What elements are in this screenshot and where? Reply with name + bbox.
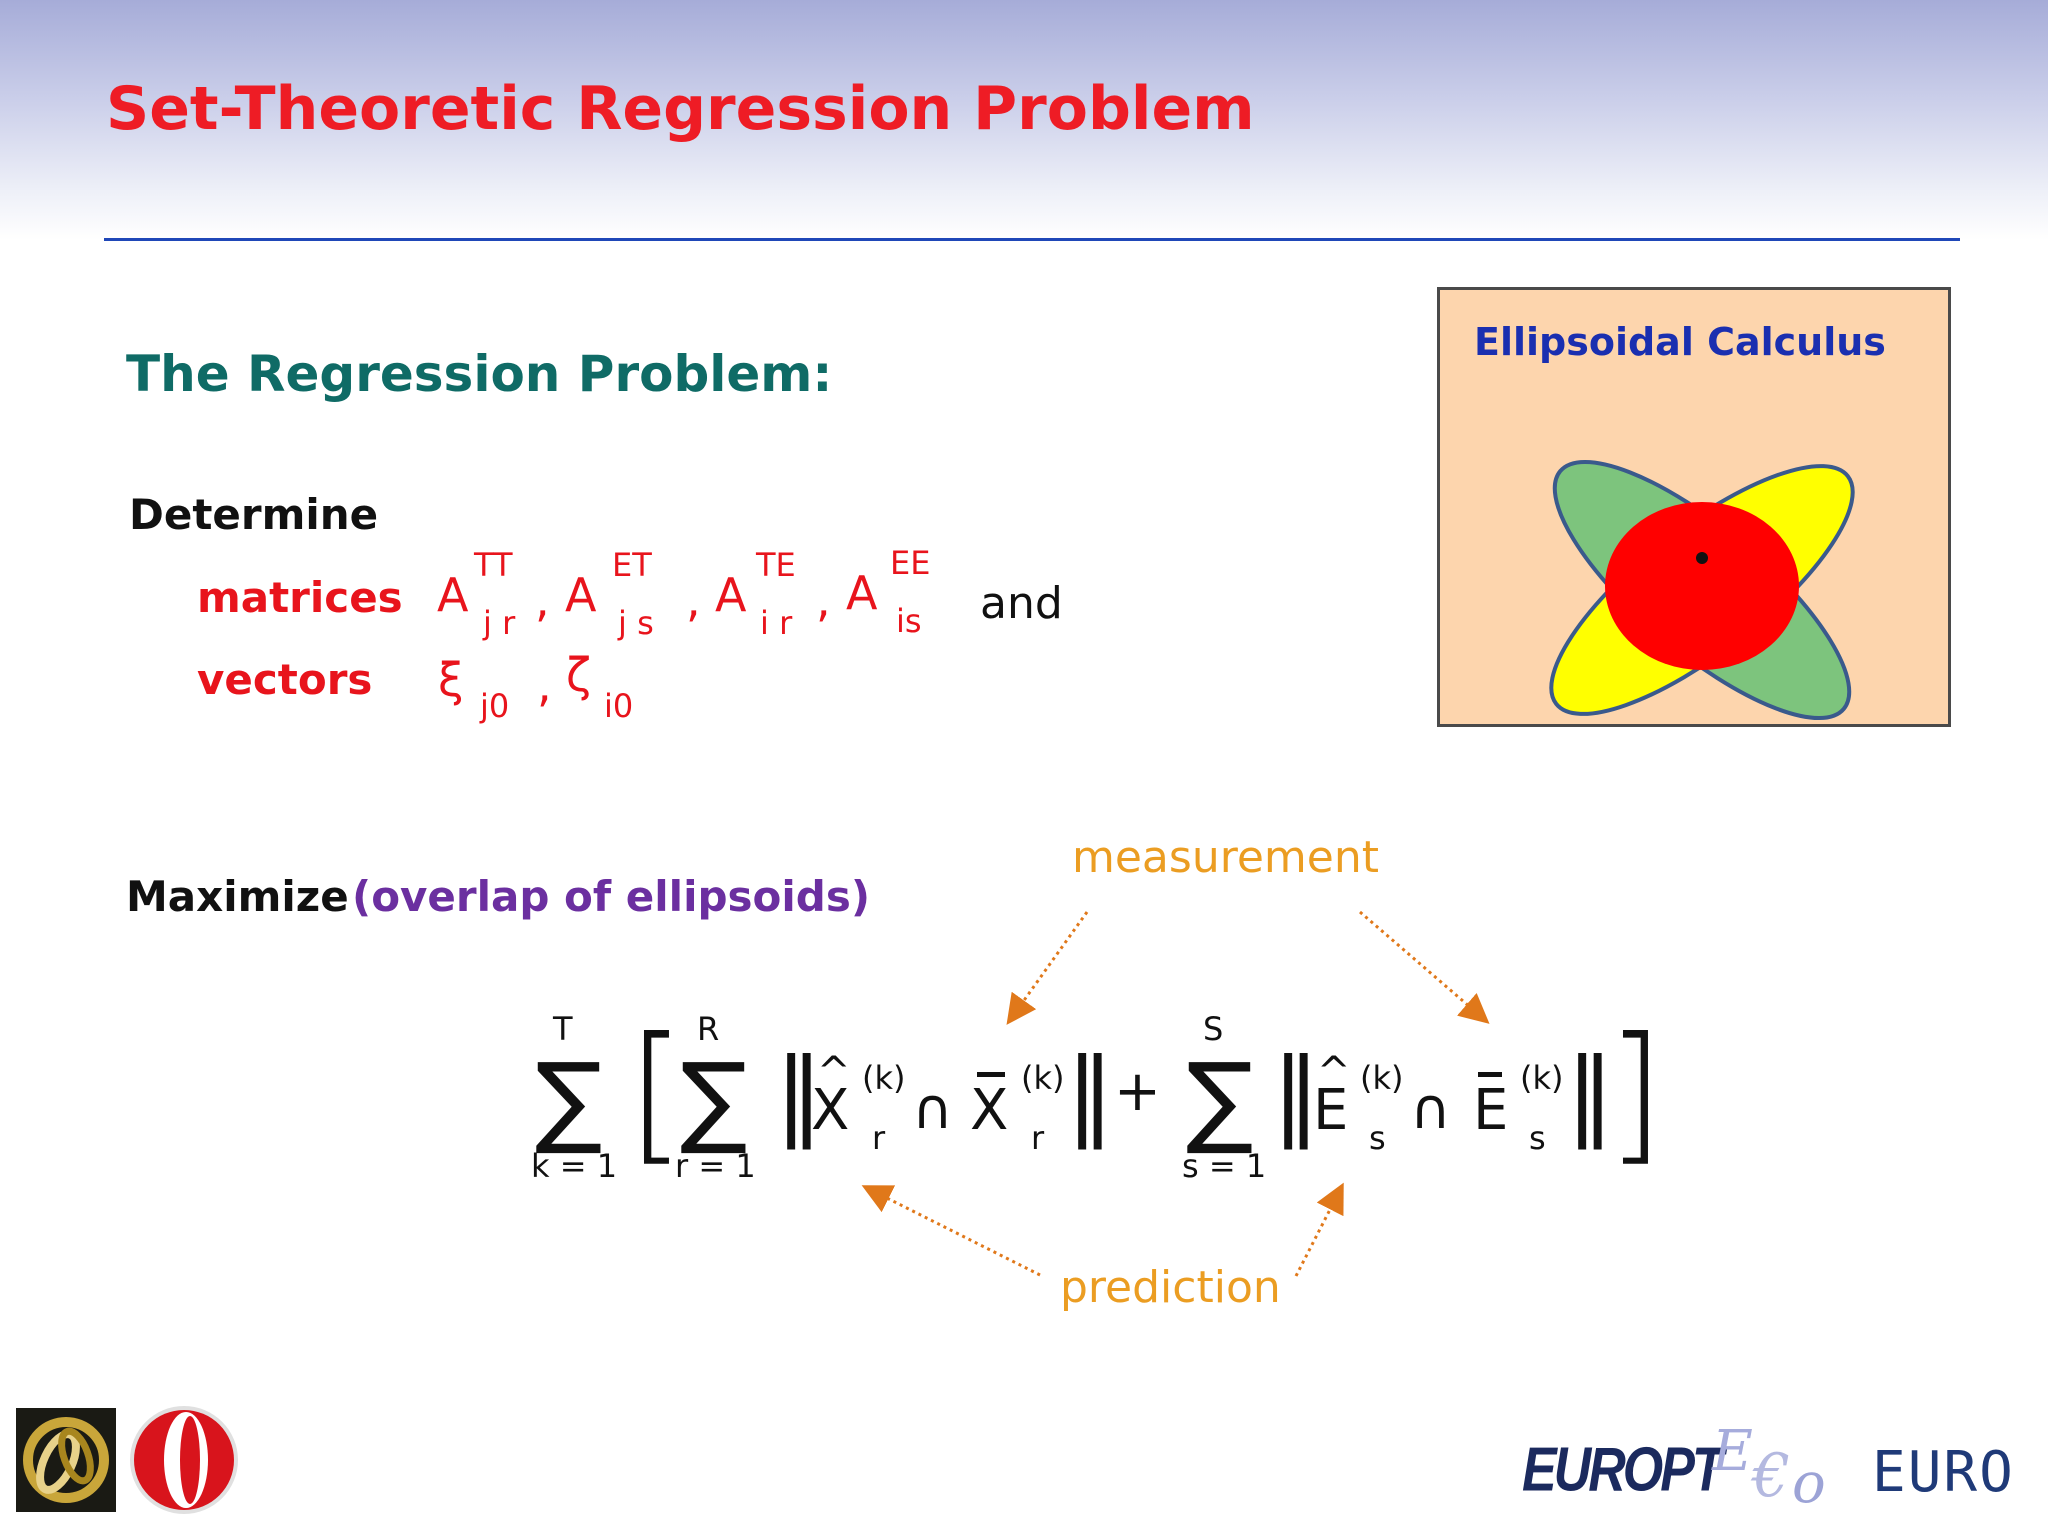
arrow-prediction-right: [1294, 1182, 1344, 1277]
e-hat-mark: ^: [1317, 1049, 1351, 1095]
e-hat-sup: (k): [1360, 1059, 1404, 1097]
matrix-symbol-2: A: [565, 568, 597, 622]
title-rule: [104, 238, 1960, 241]
e-bar-sub: s: [1529, 1119, 1546, 1157]
matrix-sub-1: j r: [483, 604, 516, 642]
vector-xi: ξ: [438, 653, 464, 707]
matrix-sup-3: TE: [756, 546, 796, 584]
svg-text:o: o: [1792, 1451, 1826, 1516]
norm-open-1: ‖: [775, 1038, 823, 1150]
slide-title: Set-Theoretic Regression Problem: [106, 74, 1255, 144]
vector-comma: ,: [537, 658, 552, 712]
inner1-sum-upper: R: [697, 1010, 720, 1048]
norm-close-2: ‖: [1566, 1038, 1614, 1150]
arrow-measurement-right: [1359, 910, 1490, 1024]
x-bar-sup: (k): [1021, 1059, 1065, 1097]
inner2-sum-upper: S: [1203, 1010, 1224, 1048]
x-bar-symbol: X: [970, 1078, 1009, 1143]
vector-xi-sub: j0: [480, 687, 510, 725]
matrices-label: matrices: [197, 573, 403, 622]
x-bar-mark: [977, 1072, 1005, 1077]
x-hat-sup: (k): [862, 1059, 906, 1097]
ellipsoidal-calculus-panel: Ellipsoidal Calculus: [1437, 287, 1951, 727]
vectors-label: vectors: [197, 655, 373, 704]
svg-text:E: E: [1711, 1419, 1753, 1484]
arrow-prediction-left: [861, 1185, 1041, 1277]
ellipsoid-illustration: [1549, 459, 1855, 721]
x-bar-sub: r: [1031, 1119, 1045, 1157]
center-point: [1696, 552, 1708, 564]
matrix-sub-4: is: [896, 602, 922, 640]
maximize-note: (overlap of ellipsoids): [352, 872, 871, 921]
red-ellipse: [1605, 502, 1799, 670]
determine-label: Determine: [129, 490, 379, 539]
euro-logo: EURO: [1872, 1440, 2015, 1505]
right-bracket: ]: [1606, 1006, 1665, 1180]
e-bar-symbol: E: [1473, 1078, 1509, 1143]
matrix-symbol-4: A: [846, 566, 878, 620]
plus-sign: +: [1114, 1059, 1161, 1124]
e-bar-sup: (k): [1520, 1059, 1564, 1097]
outer-sum-symbol: ∑: [535, 1041, 603, 1158]
outer-sum-lower: k = 1: [531, 1147, 618, 1185]
maximize-label: Maximize: [126, 872, 349, 921]
europt-logo: EUROPT: [1522, 1435, 1724, 1505]
section-heading: The Regression Problem:: [126, 345, 833, 403]
matrix-comma-3: ,: [816, 573, 831, 627]
panel-title: Ellipsoidal Calculus: [1474, 320, 1886, 364]
matrix-comma-2: ,: [686, 573, 701, 627]
norm-close-1: ‖: [1066, 1038, 1114, 1150]
x-hat-sub: r: [872, 1119, 886, 1157]
matrix-symbol-1: A: [437, 568, 469, 622]
arrow-measurement-left: [1006, 911, 1089, 1025]
measurement-label: measurement: [1072, 832, 1379, 883]
norm-open-2: ‖: [1272, 1038, 1320, 1150]
inner2-sum-symbol: ∑: [1186, 1041, 1254, 1158]
header-band: [0, 0, 2048, 240]
matrix-sub-3: i r: [760, 604, 793, 642]
svg-text:€: €: [1750, 1441, 1790, 1511]
prediction-label: prediction: [1060, 1262, 1281, 1313]
matrix-comma-1: ,: [535, 573, 550, 627]
e-bar-mark: [1478, 1072, 1502, 1077]
matrix-sup-2: ET: [612, 546, 652, 584]
inner1-sum-lower: r = 1: [675, 1147, 756, 1185]
euro-wg-logo: E € o: [1711, 1419, 1826, 1516]
matrix-sub-2: j s: [618, 604, 654, 642]
e-hat-symbol: E: [1313, 1078, 1349, 1143]
left-bracket: [: [627, 1006, 686, 1180]
matrix-sup-4: EE: [890, 544, 931, 582]
institute-logo-gold: [16, 1408, 116, 1512]
inner1-sum-symbol: ∑: [680, 1041, 748, 1158]
cap-2: ∩: [1410, 1077, 1451, 1142]
matrix-sup-1: TT: [474, 546, 513, 584]
cap-1: ∩: [912, 1077, 953, 1142]
university-logo: [130, 1406, 238, 1514]
vector-zeta-sub: i0: [604, 687, 634, 725]
and-text: and: [980, 578, 1063, 629]
matrix-symbol-3: A: [715, 568, 747, 622]
vector-zeta: ζ: [566, 648, 592, 702]
e-hat-sub: s: [1369, 1119, 1386, 1157]
inner2-sum-lower: s = 1: [1182, 1147, 1267, 1185]
x-hat-symbol: X: [811, 1078, 850, 1143]
outer-sum-upper: T: [553, 1010, 573, 1048]
x-hat-mark: ^: [817, 1049, 851, 1095]
